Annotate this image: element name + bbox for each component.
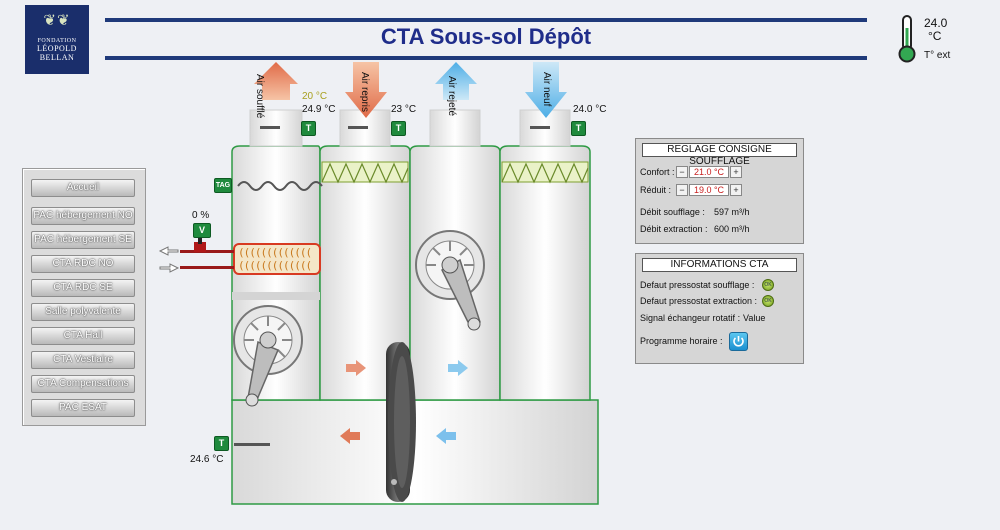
defaut-souffle-label: Defaut pressostat soufflage :: [640, 280, 755, 290]
header-rule-top: [105, 18, 867, 22]
info-panel: INFORMATIONS CTA Defaut pressostat souff…: [635, 253, 804, 364]
air-souffle-label: Air soufflé: [254, 74, 265, 119]
confort-value[interactable]: 21.0 °C: [689, 166, 729, 178]
air-repris-label: Air repris: [359, 72, 370, 113]
nav-cta-rdc-se-button[interactable]: CTA RDC SE: [31, 279, 135, 297]
cta-diagram: ((((((((((((( (((((((((((((: [150, 60, 620, 510]
defaut-extraction-ok-indicator: OK: [762, 295, 774, 307]
debit-extraction-value: 600 m³/h: [714, 224, 750, 234]
programme-horaire-label: Programme horaire :: [640, 336, 723, 346]
air-neuf-label: Air neuf: [541, 72, 552, 107]
setpoint-panel: REGLAGE CONSIGNE SOUFFLAGE Confort : −21…: [635, 138, 804, 244]
nav-panel: Accueil PAC hébergement NO PAC hébergeme…: [22, 168, 146, 426]
heating-valve-badge[interactable]: V: [193, 223, 211, 238]
cta-unit-graphic: ((((((((((((( (((((((((((((: [158, 62, 599, 505]
reduit-decrement-button[interactable]: −: [676, 184, 688, 196]
confort-stepper: −21.0 °C+: [676, 166, 742, 178]
supply-temp: 24.9 °C: [302, 104, 336, 115]
power-icon: [733, 336, 744, 347]
fondation-logo: ❦❦ FONDATION LÉOPOLD BELLAN: [25, 5, 89, 74]
confort-label: Confort :: [640, 167, 675, 177]
info-panel-title: INFORMATIONS CTA: [642, 258, 797, 272]
thermometer-icon: [898, 15, 916, 63]
nav-cta-rdc-no-button[interactable]: CTA RDC NO: [31, 255, 135, 273]
header-rule-bottom: [105, 56, 867, 60]
defaut-extraction-label: Defaut pressostat extraction :: [640, 296, 758, 306]
olive-branch-icon: ❦❦: [43, 13, 71, 29]
outside-temp-label: T° ext: [924, 50, 951, 61]
svg-text:(((((((((((((: (((((((((((((: [238, 259, 311, 272]
logo-line-1: FONDATION: [37, 38, 77, 44]
outside-temp-unit: °C: [928, 29, 942, 43]
mix-temp: 24.6 °C: [190, 454, 224, 465]
defaut-souffle-ok-indicator: OK: [762, 279, 774, 291]
outside-temp-readout: 24.0 °C: [924, 17, 947, 43]
nav-pac-esat-button[interactable]: PAC ESAT: [31, 399, 135, 417]
humidifier-tag-badge[interactable]: TAG: [214, 178, 232, 193]
logo-line-2: LÉOPOLD: [37, 44, 77, 53]
nav-pac-hebergement-no-button[interactable]: PAC hébergement NO: [31, 207, 135, 225]
confort-increment-button[interactable]: +: [730, 166, 742, 178]
return-temp: 23 °C: [391, 104, 417, 115]
debit-souffle-value: 597 m³/h: [714, 207, 750, 217]
supply-setpoint: 20 °C: [302, 91, 328, 102]
debit-extraction-label: Débit extraction :: [640, 224, 708, 234]
fresh-air-temp: 24.0 °C: [573, 104, 607, 115]
page-title: CTA Sous-sol Dépôt: [380, 24, 592, 49]
nav-cta-vestiaire-button[interactable]: CTA Vestiaire: [31, 351, 135, 369]
air-rejete-label: Air rejeté: [446, 76, 457, 117]
outside-temp-value: 24.0: [924, 16, 948, 30]
signal-echangeur-label: Signal échangeur rotatif :: [640, 313, 741, 323]
nav-cta-hall-button[interactable]: CTA Hall: [31, 327, 135, 345]
nav-salle-polyvalente-button[interactable]: Salle polyvalente: [31, 303, 135, 321]
valve-opening: 0 %: [192, 210, 210, 221]
reduit-stepper: −19.0 °C+: [676, 184, 742, 196]
supply-temp-sensor-badge[interactable]: T: [301, 121, 316, 136]
signal-echangeur-value: Value: [743, 313, 766, 323]
programme-horaire-button[interactable]: [729, 332, 748, 351]
fresh-air-sensor-badge[interactable]: T: [571, 121, 586, 136]
return-temp-sensor-badge[interactable]: T: [391, 121, 406, 136]
confort-decrement-button[interactable]: −: [676, 166, 688, 178]
logo-line-3: BELLAN: [39, 53, 75, 62]
mix-temp-sensor-badge[interactable]: T: [214, 436, 229, 451]
setpoint-panel-title: REGLAGE CONSIGNE SOUFFLAGE: [642, 143, 797, 167]
svg-text:(((((((((((((: (((((((((((((: [238, 246, 311, 259]
debit-souffle-label: Débit soufflage :: [640, 207, 705, 217]
reduit-increment-button[interactable]: +: [730, 184, 742, 196]
nav-cta-compensations-button[interactable]: CTA Compensations: [31, 375, 135, 393]
nav-accueil-button[interactable]: Accueil: [31, 179, 135, 197]
reduit-label: Réduit :: [640, 185, 672, 195]
reduit-value[interactable]: 19.0 °C: [689, 184, 729, 196]
nav-pac-hebergement-se-button[interactable]: PAC hébergement SE: [31, 231, 135, 249]
